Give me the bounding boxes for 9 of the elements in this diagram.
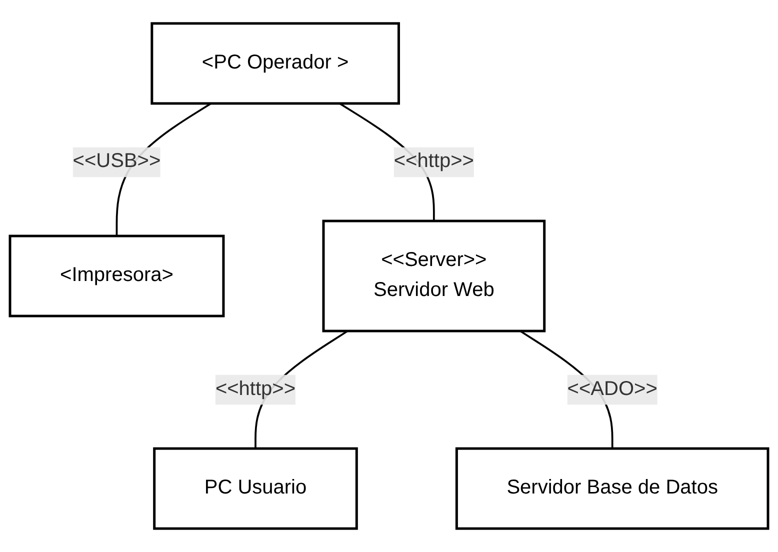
- node-box: Servidor Base de Datos: [455, 447, 770, 530]
- node-box: <<Server>> Servidor Web: [322, 220, 546, 332]
- edge-label: <<http>>: [394, 150, 474, 172]
- node-box: <Impresora>: [8, 234, 225, 318]
- node-box: <PC Operador >: [150, 22, 400, 105]
- edge-label: <<http>>: [215, 378, 296, 400]
- edge-label: <<ADO>>: [567, 378, 658, 400]
- edge-label: <<USB>>: [72, 150, 161, 172]
- node-box: PC Usuario: [153, 447, 358, 530]
